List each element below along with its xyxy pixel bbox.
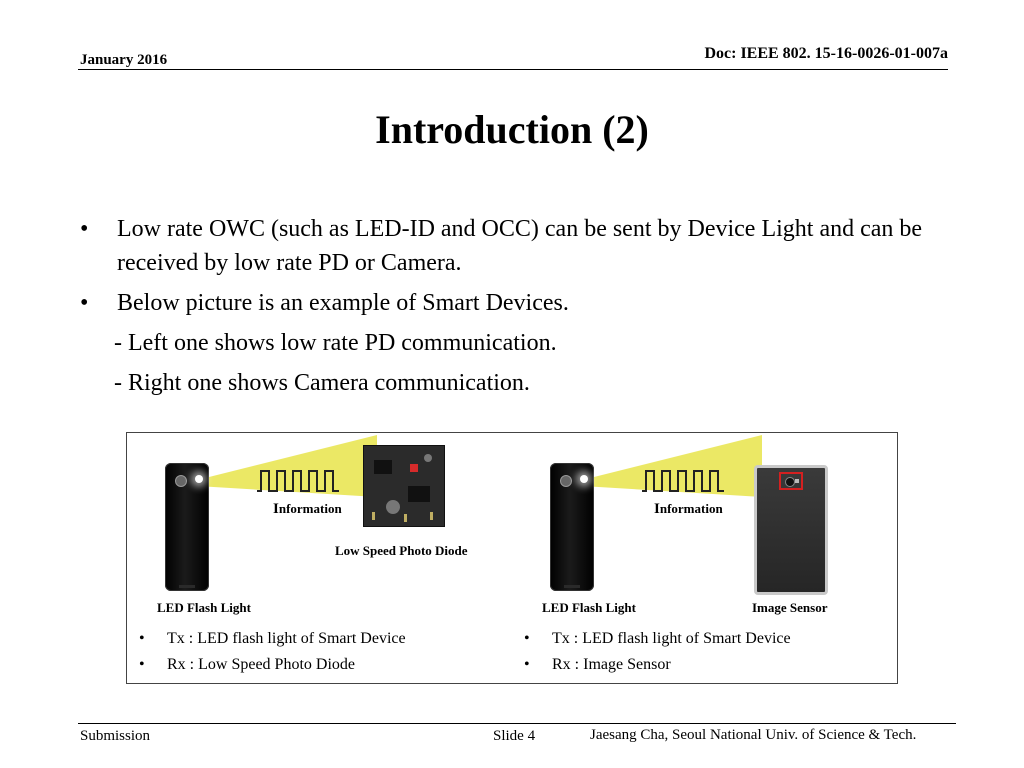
smart-device-figure: Information Low Speed Photo Diode LED Fl…: [126, 432, 898, 684]
header-date: January 2016: [80, 52, 168, 68]
rx-caption: Image Sensor: [752, 600, 828, 615]
smartphone-tx: [165, 463, 209, 591]
list-item: •Tx : LED flash light of Smart Device: [524, 630, 791, 647]
footer-slide-number: Slide 4: [493, 728, 536, 744]
list-item: •Tx : LED flash light of Smart Device: [139, 630, 406, 647]
information-label: Information: [654, 501, 723, 517]
bullet-icon: •: [80, 290, 89, 316]
camera-lens-icon: [560, 475, 572, 487]
header-doc-id: Doc: IEEE 802. 15-16-0026-01-007a: [704, 45, 948, 62]
image-sensor-highlight: [779, 472, 803, 490]
rx-caption: Low Speed Photo Diode: [335, 543, 468, 558]
bullet-item: • Low rate OWC (such as LED-ID and OCC) …: [80, 212, 960, 280]
tx-caption: LED Flash Light: [157, 600, 251, 615]
slide-title: Introduction (2): [375, 107, 649, 152]
bullet-icon: •: [80, 216, 89, 242]
bullet-text: Below picture is an example of Smart Dev…: [117, 290, 569, 316]
header-divider: [78, 69, 948, 70]
photo-diode-board: [363, 445, 445, 527]
list-item: •Rx : Image Sensor: [524, 656, 671, 673]
home-button-icon: [179, 585, 195, 588]
footer-author: Jaesang Cha, Seoul National Univ. of Sci…: [590, 727, 917, 743]
smartphone-rx: [754, 465, 828, 595]
footer-submission: Submission: [80, 728, 151, 744]
camera-lens-icon: [175, 475, 187, 487]
led-flash-icon: [195, 475, 203, 483]
pd-communication-panel: Information Low Speed Photo Diode LED Fl…: [127, 433, 512, 683]
panel-list: •Tx : LED flash light of Smart Device •R…: [139, 626, 499, 678]
bullet-list: • Low rate OWC (such as LED-ID and OCC) …: [80, 212, 960, 406]
square-wave-icon: [642, 470, 724, 492]
square-wave-icon: [257, 470, 339, 492]
smartphone-tx: [550, 463, 594, 591]
led-flash-icon: [580, 475, 588, 483]
information-label: Information: [273, 501, 342, 517]
bullet-item: • Below picture is an example of Smart D…: [80, 286, 960, 320]
sensor-led-icon: [795, 479, 799, 483]
sub-line: - Right one shows Camera communication.: [114, 370, 530, 396]
camera-sensor-icon: [785, 477, 795, 487]
list-item: •Rx : Low Speed Photo Diode: [139, 656, 355, 673]
footer-divider: [78, 723, 956, 724]
camera-communication-panel: Information LED Flash Light Image Sensor…: [512, 433, 897, 683]
bullet-text: Low rate OWC (such as LED-ID and OCC) ca…: [117, 216, 923, 276]
tx-caption: LED Flash Light: [542, 600, 636, 615]
panel-list: •Tx : LED flash light of Smart Device •R…: [524, 626, 884, 678]
home-button-icon: [564, 585, 580, 588]
sub-line: - Left one shows low rate PD communicati…: [114, 330, 557, 356]
